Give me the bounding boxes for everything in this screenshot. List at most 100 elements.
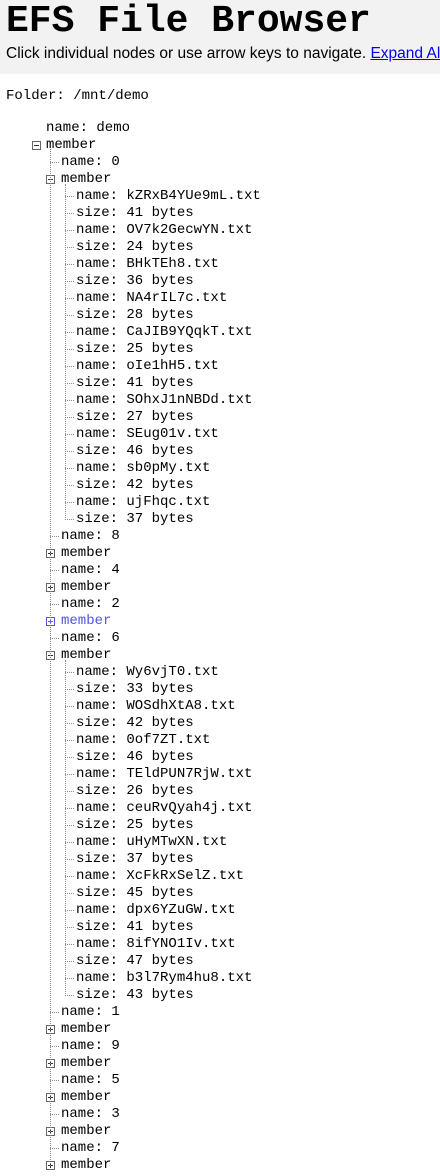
member-label[interactable]: member — [61, 545, 112, 561]
tree-connector — [50, 1148, 59, 1149]
file-size-row: size: 28 bytes — [0, 307, 440, 324]
tree-child-member[interactable]: member — [0, 579, 440, 596]
file-name-row: name: NA4rIL7c.txt — [0, 290, 440, 307]
tree-connector — [65, 995, 74, 996]
tree-child-member[interactable]: member — [0, 545, 440, 562]
tree-child-name: name: 3 — [0, 1106, 440, 1123]
tree-guide-line — [50, 149, 51, 1166]
file-size: size: 28 bytes — [76, 307, 194, 323]
tree-connector — [65, 876, 74, 877]
file-name: name: SEug01v.txt — [76, 426, 219, 442]
file-size: size: 45 bytes — [76, 885, 194, 901]
file-size: size: 24 bytes — [76, 239, 194, 255]
file-size: size: 25 bytes — [76, 341, 194, 357]
file-name-row: name: dpx6YZuGW.txt — [0, 902, 440, 919]
file-name: name: TEldPUN7RjW.txt — [76, 766, 253, 782]
member-label[interactable]: member — [61, 1157, 112, 1173]
instructions-text: Click individual nodes or use arrow keys… — [6, 45, 367, 62]
file-name: name: WOSdhXtA8.txt — [76, 698, 236, 714]
tree-connector — [50, 536, 59, 537]
tree-connector — [65, 723, 74, 724]
member-label[interactable]: member — [46, 137, 97, 153]
tree-child-member[interactable]: member — [0, 1123, 440, 1140]
page-title: EFS File Browser — [6, 0, 371, 43]
file-size-row: size: 46 bytes — [0, 443, 440, 460]
file-size-row: size: 25 bytes — [0, 817, 440, 834]
tree-child-member[interactable]: member — [0, 1055, 440, 1072]
file-size: size: 37 bytes — [76, 851, 194, 867]
tree-child-member[interactable]: member — [0, 171, 440, 188]
tree-connector — [65, 332, 74, 333]
file-name-row: name: ujFhqc.txt — [0, 494, 440, 511]
tree-connector — [50, 638, 59, 639]
file-size: size: 36 bytes — [76, 273, 194, 289]
member-label[interactable]: member — [61, 647, 112, 663]
file-size-row: size: 47 bytes — [0, 953, 440, 970]
expand-all-link[interactable]: Expand All — [370, 45, 440, 62]
node-label: name: 8 — [61, 528, 120, 544]
tree-connector — [65, 298, 74, 299]
file-name-row: name: XcFkRxSelZ.txt — [0, 868, 440, 885]
file-size: size: 25 bytes — [76, 817, 194, 833]
tree-connector — [65, 706, 74, 707]
tree-connector — [65, 910, 74, 911]
collapse-icon[interactable] — [32, 141, 41, 150]
file-size: size: 47 bytes — [76, 953, 194, 969]
node-label: name: 7 — [61, 1140, 120, 1156]
file-name: name: kZRxB4YUe9mL.txt — [76, 188, 261, 204]
tree-child-member[interactable]: member — [0, 613, 440, 630]
tree-connector — [65, 383, 74, 384]
file-name-row: name: ceuRvQyah4j.txt — [0, 800, 440, 817]
file-size: size: 41 bytes — [76, 919, 194, 935]
file-size: size: 41 bytes — [76, 375, 194, 391]
member-label[interactable]: member — [61, 1123, 112, 1139]
file-size-row: size: 46 bytes — [0, 749, 440, 766]
tree-connector — [50, 1114, 59, 1115]
file-size: size: 42 bytes — [76, 715, 194, 731]
member-label[interactable]: member — [61, 613, 112, 629]
tree-connector — [65, 349, 74, 350]
tree-root-member[interactable]: member — [0, 137, 440, 154]
file-name: name: oIe1hH5.txt — [76, 358, 219, 374]
instructions: Click individual nodes or use arrow keys… — [6, 45, 440, 63]
tree-child-member[interactable]: member — [0, 1021, 440, 1038]
file-name-row: name: SOhxJ1nNBDd.txt — [0, 392, 440, 409]
file-size: size: 26 bytes — [76, 783, 194, 799]
tree-connector — [65, 893, 74, 894]
tree-connector — [65, 825, 74, 826]
tree-connector — [50, 1012, 59, 1013]
tree-connector — [65, 859, 74, 860]
tree-guide-line — [65, 660, 66, 996]
tree-connector — [65, 485, 74, 486]
tree-child-name: name: 2 — [0, 596, 440, 613]
tree-connector — [65, 808, 74, 809]
member-label[interactable]: member — [61, 1089, 112, 1105]
tree-connector — [65, 400, 74, 401]
file-name: name: 8ifYNO1Iv.txt — [76, 936, 236, 952]
node-label: name: 0 — [61, 154, 120, 170]
file-name-row: name: CaJIB9YQqkT.txt — [0, 324, 440, 341]
tree-connector — [50, 570, 59, 571]
file-name-row: name: sb0pMy.txt — [0, 460, 440, 477]
file-name: name: ceuRvQyah4j.txt — [76, 800, 253, 816]
tree-child-member[interactable]: member — [0, 647, 440, 664]
tree-connector — [65, 417, 74, 418]
tree-connector — [65, 519, 74, 520]
file-name: name: dpx6YZuGW.txt — [76, 902, 236, 918]
tree-connector — [65, 502, 74, 503]
file-name-row: name: kZRxB4YUe9mL.txt — [0, 188, 440, 205]
member-label[interactable]: member — [61, 579, 112, 595]
file-name: name: XcFkRxSelZ.txt — [76, 868, 245, 884]
member-label[interactable]: member — [61, 1055, 112, 1071]
member-label[interactable]: member — [61, 1021, 112, 1037]
file-size: size: 33 bytes — [76, 681, 194, 697]
tree-connector — [50, 1080, 59, 1081]
tree-child-member[interactable]: member — [0, 1089, 440, 1106]
node-label: name: demo — [46, 120, 131, 136]
member-label[interactable]: member — [61, 171, 112, 187]
file-name-row: name: 0of7ZT.txt — [0, 732, 440, 749]
file-size-row: size: 36 bytes — [0, 273, 440, 290]
file-size-row: size: 27 bytes — [0, 409, 440, 426]
tree-child-member[interactable]: member — [0, 1157, 440, 1174]
tree-connector — [65, 740, 74, 741]
